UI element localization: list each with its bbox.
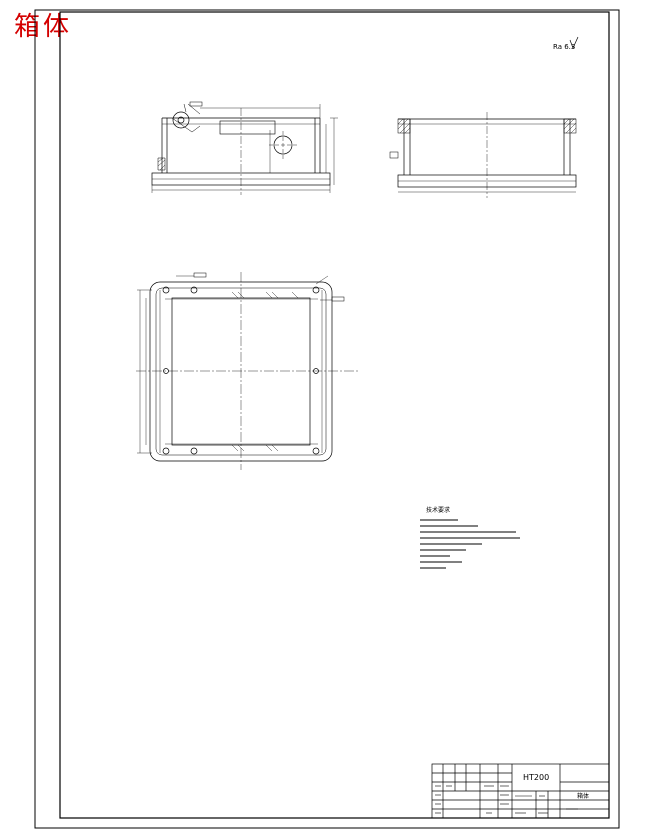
material-label: HT200 <box>523 773 549 782</box>
inner-drawing-frame <box>59 11 610 819</box>
top-view <box>136 272 358 470</box>
side-view <box>389 112 577 198</box>
front-view <box>151 101 338 195</box>
part-name-label: 箱体 <box>577 792 589 800</box>
svg-text:Ra 6.3: Ra 6.3 <box>553 43 575 51</box>
technical-requirements: 技术要求 <box>420 506 520 569</box>
title-block <box>431 763 610 819</box>
roughness-symbol: Ra 6.3 <box>553 36 579 51</box>
outer-sheet-border <box>34 9 620 829</box>
tech-requirements-heading: 技术要求 <box>426 506 450 514</box>
